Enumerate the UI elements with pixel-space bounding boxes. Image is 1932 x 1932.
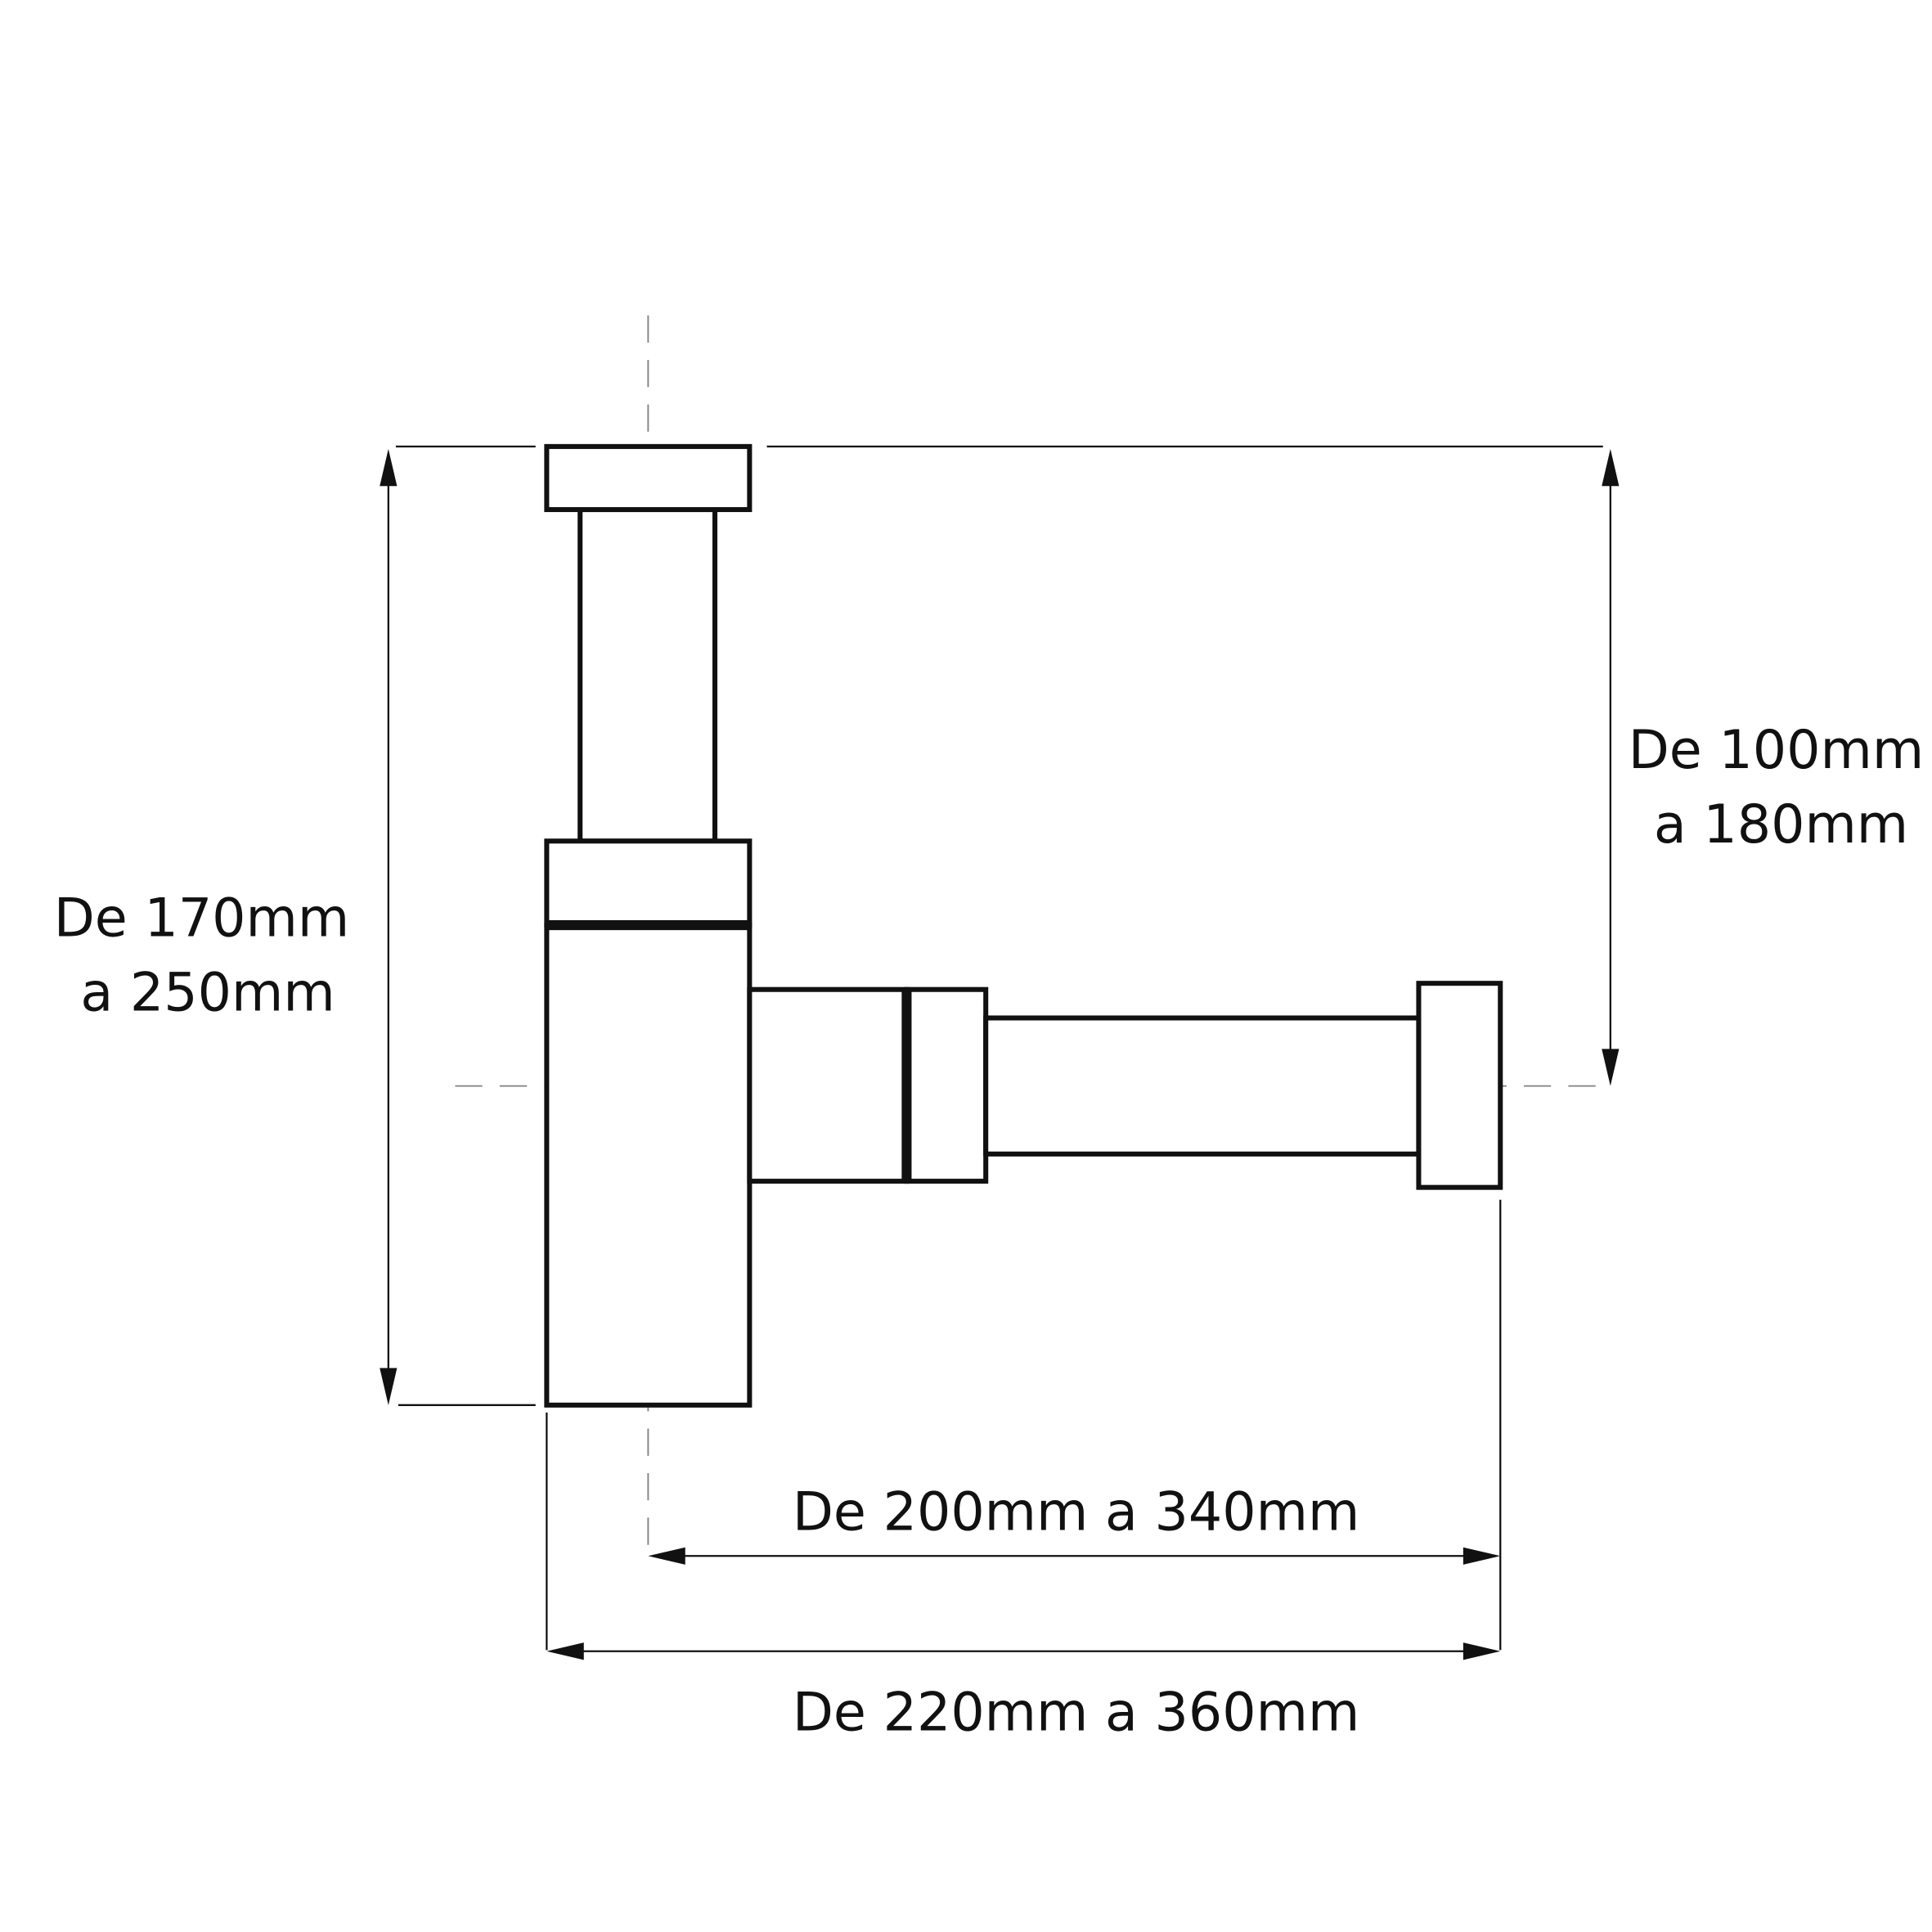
arrow-down-icon [380,1368,398,1405]
arrow-up-icon [380,448,398,487]
bottle-collar [544,838,753,928]
siphon-body [544,443,1503,1408]
total-height-label-line1: De 170mm [54,888,350,950]
arrow-up-icon [1602,448,1620,487]
arrow-left-icon [546,1642,584,1660]
arrow-right-icon [1462,1547,1501,1565]
total-length-label: De 220mm a 360mm [793,1683,1359,1744]
arrow-down-icon [1602,1049,1620,1086]
wall-flange [1416,981,1503,1190]
outlet-socket [747,986,910,1184]
outlet-nut [904,986,989,1184]
inlet-height-dimension [1602,448,1620,1086]
total-length-dimension [546,1642,1501,1660]
inlet-height-label-line1: De 100mm [1629,720,1925,781]
outlet-tube [983,1015,1422,1157]
axis-to-outlet-label: De 200mm a 340mm [793,1482,1359,1543]
bottle-body [544,923,753,1408]
inlet-height-label-line2: a 180mm [1654,794,1908,856]
arrow-left-icon [648,1547,685,1565]
axis-to-outlet-dimension [648,1547,1501,1565]
inlet-tube [577,506,718,844]
top-cap [544,443,753,513]
total-height-label-line2: a 250mm [80,962,335,1023]
total-height-dimension [380,448,398,1405]
arrow-right-icon [1462,1642,1501,1660]
